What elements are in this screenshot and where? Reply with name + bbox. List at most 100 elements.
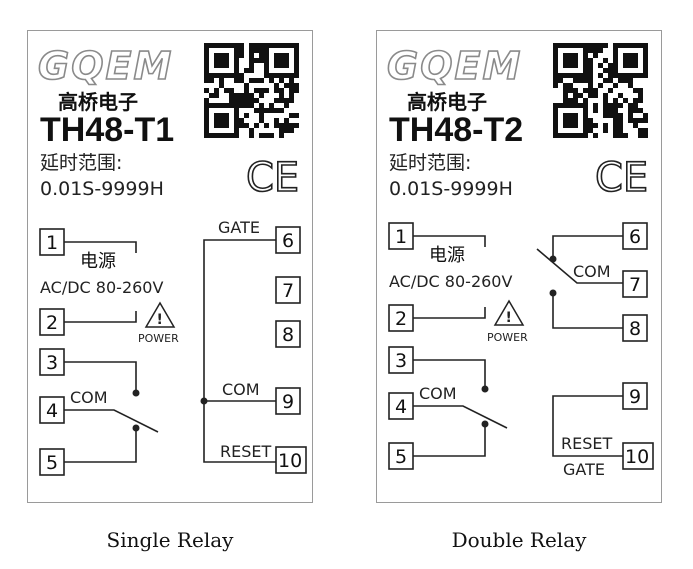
qr-code-module	[553, 103, 558, 108]
qr-code-module	[608, 88, 613, 93]
power-label: 电源	[80, 251, 116, 272]
qr-code-module	[558, 133, 563, 138]
qr-code-module	[583, 63, 588, 68]
qr-code-module	[608, 78, 613, 83]
qr-code-module	[219, 83, 224, 88]
qr-code-module	[264, 63, 269, 68]
qr-code-module	[254, 58, 259, 63]
qr-code-module	[558, 43, 563, 48]
qr-code-module	[578, 73, 583, 78]
qr-code-module	[204, 48, 209, 53]
qr-code-module	[598, 73, 603, 78]
qr-code-module	[234, 98, 239, 103]
qr-code-module	[279, 133, 284, 138]
qr-code-module	[603, 58, 608, 63]
pin-1-box	[39, 228, 65, 256]
qr-code-module	[289, 78, 294, 83]
qr-code-module	[643, 53, 648, 58]
qr-code-module	[618, 103, 623, 108]
reset-gate-wire	[552, 395, 623, 457]
qr-code-module	[274, 118, 279, 123]
qr-code-module	[244, 83, 249, 88]
qr-code-module	[623, 73, 628, 78]
relay-no-wire	[413, 424, 486, 457]
qr-code-module	[563, 123, 568, 128]
qr-code-module	[553, 58, 558, 63]
control-com-label: COM	[222, 380, 260, 399]
qr-code-module	[289, 73, 294, 78]
qr-code-module	[608, 108, 613, 113]
qr-code-module	[234, 108, 239, 113]
qr-code-module	[234, 48, 239, 53]
qr-code-module	[294, 68, 299, 73]
qr-code-module	[274, 123, 279, 128]
qr-code-module	[264, 123, 269, 128]
qr-code-module	[209, 133, 214, 138]
qr-code-module	[289, 93, 294, 98]
qr-code-module	[239, 78, 244, 83]
qr-code-module	[239, 123, 244, 128]
qr-code-module	[588, 118, 593, 123]
pin-7-box	[622, 270, 648, 298]
qr-code-module	[583, 108, 588, 113]
qr-code-module	[573, 118, 578, 123]
qr-code-module	[613, 43, 618, 48]
qr-code-module	[259, 108, 264, 113]
qr-code-module	[289, 128, 294, 133]
pin-9-label: 9	[629, 386, 641, 408]
qr-code-module	[618, 118, 623, 123]
qr-code-module	[613, 103, 618, 108]
qr-code-module	[613, 108, 618, 113]
qr-code-module	[558, 73, 563, 78]
pin-8-box	[275, 320, 301, 348]
qr-code-module	[214, 73, 219, 78]
qr-code-module	[628, 73, 633, 78]
qr-code-module	[224, 123, 229, 128]
qr-code-module	[628, 78, 633, 83]
qr-code-module	[214, 58, 219, 63]
qr-code-module	[563, 53, 568, 58]
qr-code-module	[239, 98, 244, 103]
qr-code-module	[229, 88, 234, 93]
qr-code-module	[553, 73, 558, 78]
qr-code-module	[234, 118, 239, 123]
qr-code-module	[234, 93, 239, 98]
qr-code-module	[603, 108, 608, 113]
qr-code-module	[618, 113, 623, 118]
qr-code-module	[244, 123, 249, 128]
pin-6-box	[622, 222, 648, 250]
qr-code-module	[269, 103, 274, 108]
relay2-com-label: COM	[573, 262, 611, 281]
power-icon-text: POWER	[138, 332, 179, 345]
qr-code-module	[219, 133, 224, 138]
qr-code-module	[244, 98, 249, 103]
qr-code-module	[279, 53, 284, 58]
delay-range-label: 延时范围:	[40, 152, 122, 174]
qr-code-module	[279, 88, 284, 93]
qr-code-module	[279, 128, 284, 133]
qr-code-module	[279, 98, 284, 103]
pin-10-label: 10	[625, 446, 649, 468]
relay-no-wire	[64, 428, 137, 463]
company-name: 高桥电子	[58, 90, 138, 114]
company-name: 高桥电子	[407, 90, 487, 114]
qr-code-module	[578, 78, 583, 83]
qr-code-module	[284, 123, 289, 128]
qr-code-module	[234, 73, 239, 78]
qr-code-module	[279, 73, 284, 78]
qr-code-module	[284, 83, 289, 88]
relay-com-switch	[413, 405, 508, 429]
ce-mark-icon: CE	[246, 155, 299, 201]
qr-code-module	[259, 118, 264, 123]
qr-code-module	[588, 88, 593, 93]
qr-code-module	[209, 103, 214, 108]
qr-code-module	[633, 88, 638, 93]
relay2-nc-wire	[552, 235, 623, 257]
pin-7-label: 7	[629, 274, 641, 296]
qr-code-module	[279, 78, 284, 83]
qr-code-module	[573, 73, 578, 78]
qr-code-module	[289, 83, 294, 88]
qr-code-module	[259, 58, 264, 63]
qr-code-module	[239, 73, 244, 78]
qr-code-module	[563, 93, 568, 98]
